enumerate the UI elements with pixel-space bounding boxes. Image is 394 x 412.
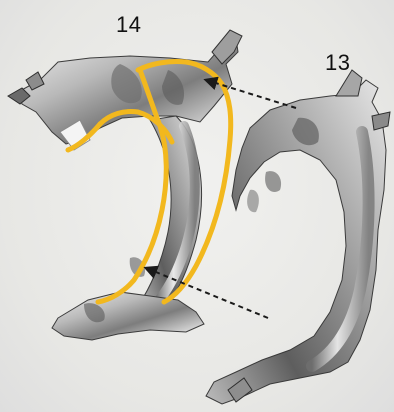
separate-part	[206, 70, 390, 404]
